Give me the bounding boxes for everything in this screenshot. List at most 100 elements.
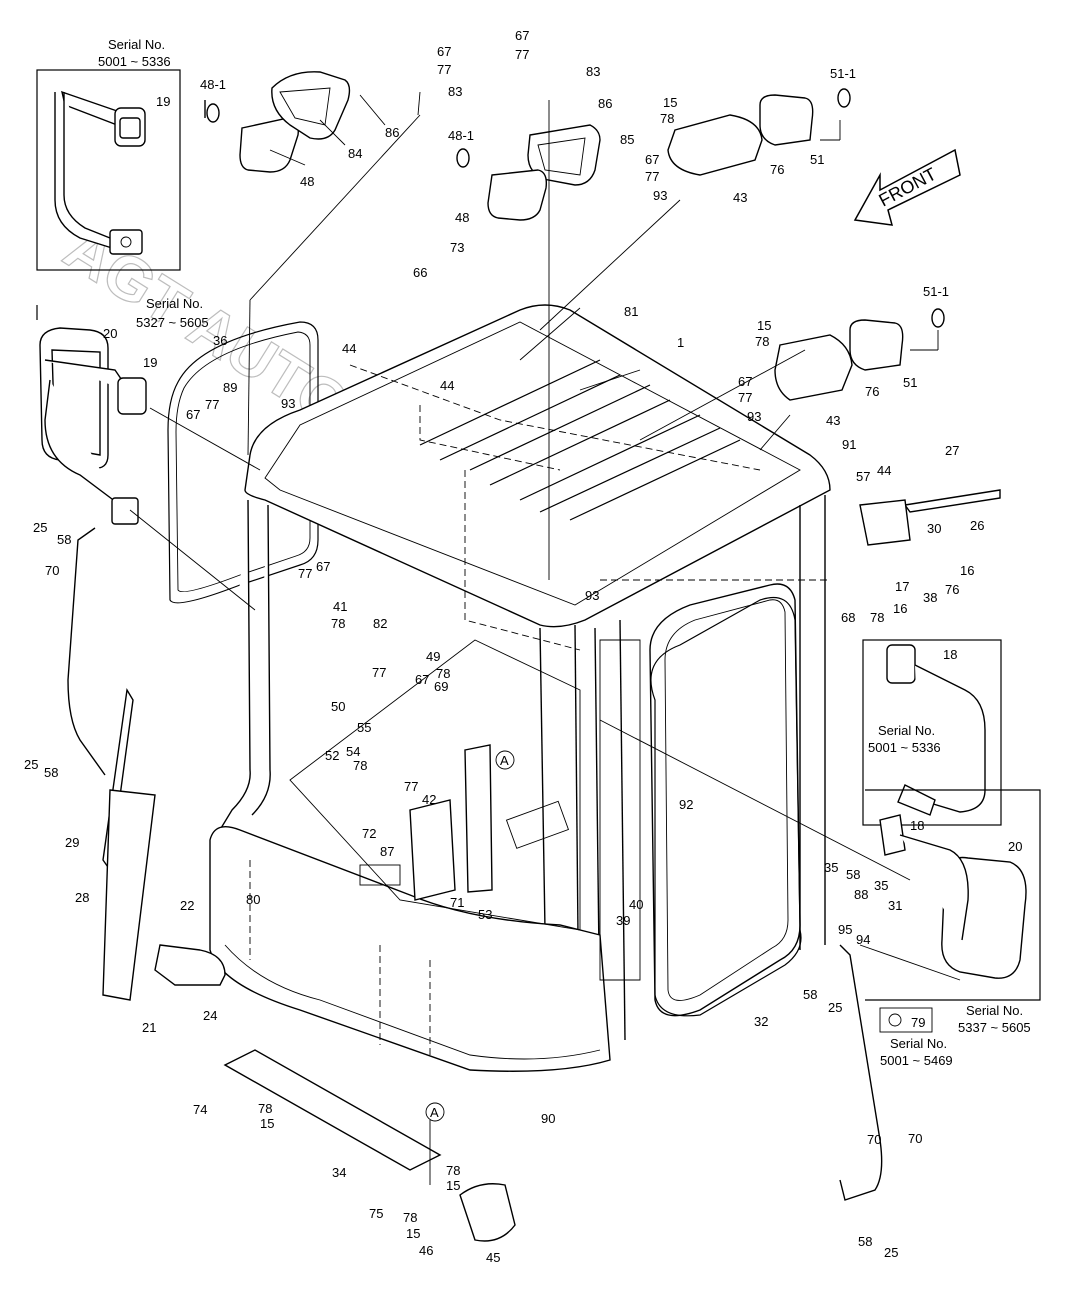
part-label: 25 xyxy=(24,757,38,772)
wiper-left xyxy=(102,687,226,1001)
part-label: 77 xyxy=(645,169,659,184)
part-labels: 48-1 48 84 86 83 67 77 83 86 85 48-1 48 … xyxy=(24,28,1022,1265)
part-label: 58 xyxy=(858,1234,872,1249)
part-label: 25 xyxy=(33,520,47,535)
part-79-box xyxy=(879,1007,933,1033)
part-label: 87 xyxy=(380,844,394,859)
part-label: 82 xyxy=(373,616,387,631)
mirror-left-5327 xyxy=(36,305,147,525)
part-label: 39 xyxy=(616,913,630,928)
part-label: 35 xyxy=(824,860,838,875)
cab-frame xyxy=(209,304,831,1072)
part-label: 43 xyxy=(733,190,747,205)
part-label: 78 xyxy=(436,666,450,681)
front-arrow: FRONT xyxy=(853,148,961,226)
part-label: 77 xyxy=(205,397,219,412)
part-label: 15 xyxy=(406,1226,420,1241)
part-label: 67 xyxy=(437,44,451,59)
part-label: 71 xyxy=(450,895,464,910)
part-label: 53 xyxy=(478,907,492,922)
part-label: 15 xyxy=(260,1116,274,1131)
mirror-right-5337 xyxy=(865,789,1041,1001)
part-label: 22 xyxy=(180,898,194,913)
part-label: 77 xyxy=(738,390,752,405)
part-label: 15 xyxy=(446,1178,460,1193)
part-label: 58 xyxy=(44,765,58,780)
part-label: 93 xyxy=(747,409,761,424)
part-label: 21 xyxy=(142,1020,156,1035)
part-label: 79 xyxy=(911,1015,925,1030)
serial-1-line2: 5001 ~ 5336 xyxy=(98,54,171,69)
part-label: 90 xyxy=(541,1111,555,1126)
part-label: 51-1 xyxy=(923,284,949,299)
circle-ref-a-1: A xyxy=(495,750,515,770)
wiper-right xyxy=(859,489,1001,546)
part-label: 83 xyxy=(586,64,600,79)
serial-3-line1: Serial No. xyxy=(878,723,935,738)
part-label: 36 xyxy=(213,333,227,348)
serial-1-line1: Serial No. xyxy=(108,37,165,52)
part-label: 46 xyxy=(419,1243,433,1258)
part-label: 38 xyxy=(923,590,937,605)
part-label: 25 xyxy=(884,1245,898,1260)
part-label: 77 xyxy=(437,62,451,77)
part-label: 76 xyxy=(865,384,879,399)
serial-4-line1: Serial No. xyxy=(966,1003,1023,1018)
part-label: 57 xyxy=(856,469,870,484)
part-label: 67 xyxy=(515,28,529,43)
part-label: 93 xyxy=(281,396,295,411)
part-label: 51-1 xyxy=(830,66,856,81)
part-label: 67 xyxy=(415,672,429,687)
part-label: 78 xyxy=(331,616,345,631)
part-label: 27 xyxy=(945,443,959,458)
part-label: 70 xyxy=(867,1132,881,1147)
part-label: 70 xyxy=(45,563,59,578)
part-label: 77 xyxy=(372,665,386,680)
part-label: 32 xyxy=(754,1014,768,1029)
part-label: 86 xyxy=(598,96,612,111)
part-label: 81 xyxy=(624,304,638,319)
part-label: 26 xyxy=(970,518,984,533)
part-label: 77 xyxy=(298,566,312,581)
part-label: 58 xyxy=(57,532,71,547)
part-label: 29 xyxy=(65,835,79,850)
part-label: 24 xyxy=(203,1008,217,1023)
part-label: 25 xyxy=(828,1000,842,1015)
part-label: 78 xyxy=(660,111,674,126)
part-label: 44 xyxy=(342,341,356,356)
handrail-70-left xyxy=(67,527,106,776)
mirror-inset-right xyxy=(862,639,1002,826)
part-label: 28 xyxy=(75,890,89,905)
part-label: 89 xyxy=(223,380,237,395)
part-label: 76 xyxy=(770,162,784,177)
part-label: 55 xyxy=(357,720,371,735)
part-label: 86 xyxy=(385,125,399,140)
serial-3-line2: 5001 ~ 5336 xyxy=(868,740,941,755)
part-label: 76 xyxy=(945,582,959,597)
front-label: FRONT xyxy=(875,164,939,211)
serial-2-line2: 5327 ~ 5605 xyxy=(136,315,209,330)
part-label: 43 xyxy=(826,413,840,428)
part-label: 45 xyxy=(486,1250,500,1265)
part-label: 84 xyxy=(348,146,362,161)
circle-ref-a-2-label: A xyxy=(430,1105,439,1120)
part-label: 17 xyxy=(895,579,909,594)
part-label: 15 xyxy=(663,95,677,110)
part-label: 94 xyxy=(856,932,870,947)
part-label: 78 xyxy=(403,1210,417,1225)
part-label: 41 xyxy=(333,599,347,614)
lamp-48-center xyxy=(456,148,548,221)
part-label: 51 xyxy=(810,152,824,167)
part-label: 1 xyxy=(677,335,684,350)
part-label: 48-1 xyxy=(448,128,474,143)
part-label: 92 xyxy=(679,797,693,812)
part-label: 78 xyxy=(258,1101,272,1116)
part-label: 49 xyxy=(426,649,440,664)
part-label: 48 xyxy=(300,174,314,189)
part-label: 48 xyxy=(455,210,469,225)
part-label: 19 xyxy=(156,94,170,109)
part-label: 34 xyxy=(332,1165,346,1180)
leader-lines xyxy=(129,91,961,1185)
part-label: 69 xyxy=(434,679,448,694)
part-label: 73 xyxy=(450,240,464,255)
